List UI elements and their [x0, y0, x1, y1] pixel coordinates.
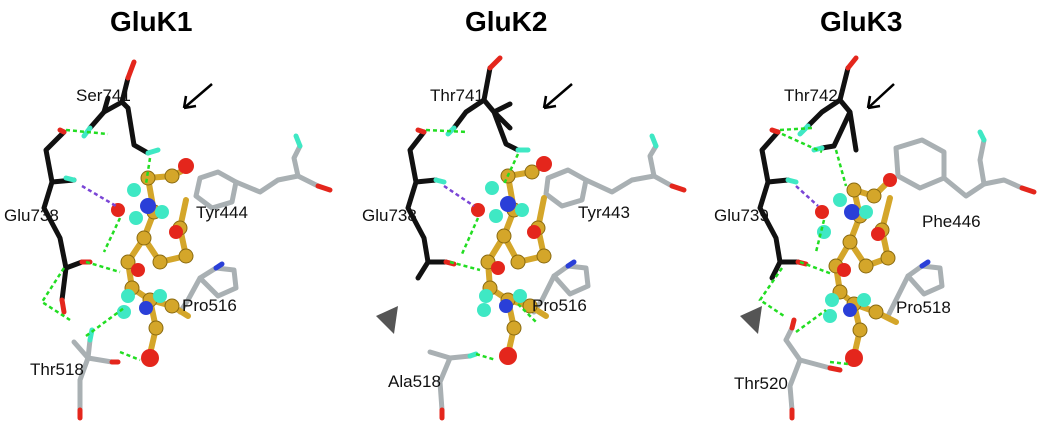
- molecule-gluk2: [376, 55, 687, 421]
- panel-title: GluK1: [110, 6, 193, 37]
- residue-label: Pro518: [896, 298, 951, 317]
- arrow-icon: [182, 83, 213, 110]
- residue-label: Thr520: [734, 374, 788, 393]
- grey-residues: [71, 143, 321, 413]
- oxygen-atoms: [815, 173, 897, 367]
- molecule-gluk1: [40, 59, 333, 421]
- ligand-atoms: [120, 168, 194, 336]
- arrow-icon: [542, 83, 573, 110]
- molecule-gluk3: [740, 55, 1037, 421]
- grey-residues: [427, 143, 675, 413]
- panel-gluk3: GluK3 Thr742 Glu739 Phe446 Pro518 Thr520: [700, 0, 1050, 428]
- residue-label: Pro516: [532, 296, 587, 315]
- terminal-atoms: [415, 55, 687, 421]
- hydrogen-atoms: [817, 193, 873, 323]
- residue-label: Ser741: [76, 86, 131, 105]
- salt-bridge: [443, 184, 475, 208]
- hbonds: [758, 126, 849, 366]
- residue-label: Thr741: [430, 86, 484, 105]
- hbonds: [425, 128, 537, 362]
- residue-label: Glu738: [362, 206, 417, 225]
- glu-ser-backbone: [41, 75, 151, 303]
- arrowhead-marker-icon: [740, 306, 762, 334]
- arrow-icon: [866, 83, 895, 110]
- residue-label: Thr742: [784, 86, 838, 105]
- glu-thr-backbone: [405, 65, 521, 281]
- arrowhead-marker-icon: [376, 306, 398, 334]
- nitrogen-atoms: [139, 198, 156, 315]
- salt-bridge: [795, 185, 819, 207]
- hbonds: [40, 128, 152, 362]
- nitrogen-atoms: [499, 196, 516, 313]
- hydrogen-atoms: [477, 181, 529, 317]
- residue-label: Glu739: [714, 206, 769, 225]
- oxygen-atoms: [471, 156, 552, 365]
- residue-label: Ala518: [388, 372, 441, 391]
- panel-gluk1: GluK1 Ser741 Glu738 Tyr444 Pro516 Thr518: [0, 0, 350, 428]
- panel-title: GluK2: [465, 6, 548, 37]
- residue-label: Pro516: [182, 296, 237, 315]
- glu-thr-backbone: [757, 65, 859, 281]
- residue-label: Tyr444: [196, 203, 248, 222]
- residue-label: Tyr443: [578, 203, 630, 222]
- grey-residues: [783, 137, 1025, 413]
- nitrogen-atoms: [843, 204, 860, 317]
- residue-label: Thr518: [30, 360, 84, 379]
- salt-bridge: [81, 184, 117, 208]
- residue-label: Glu738: [4, 206, 59, 225]
- panel-title: GluK3: [820, 6, 903, 37]
- residue-label: Phe446: [922, 212, 981, 231]
- oxygen-atoms: [111, 158, 194, 367]
- panel-gluk2: GluK2 Thr741 Glu738 Tyr443 Pro516 Ala518: [350, 0, 700, 428]
- hydrogen-atoms: [117, 183, 169, 319]
